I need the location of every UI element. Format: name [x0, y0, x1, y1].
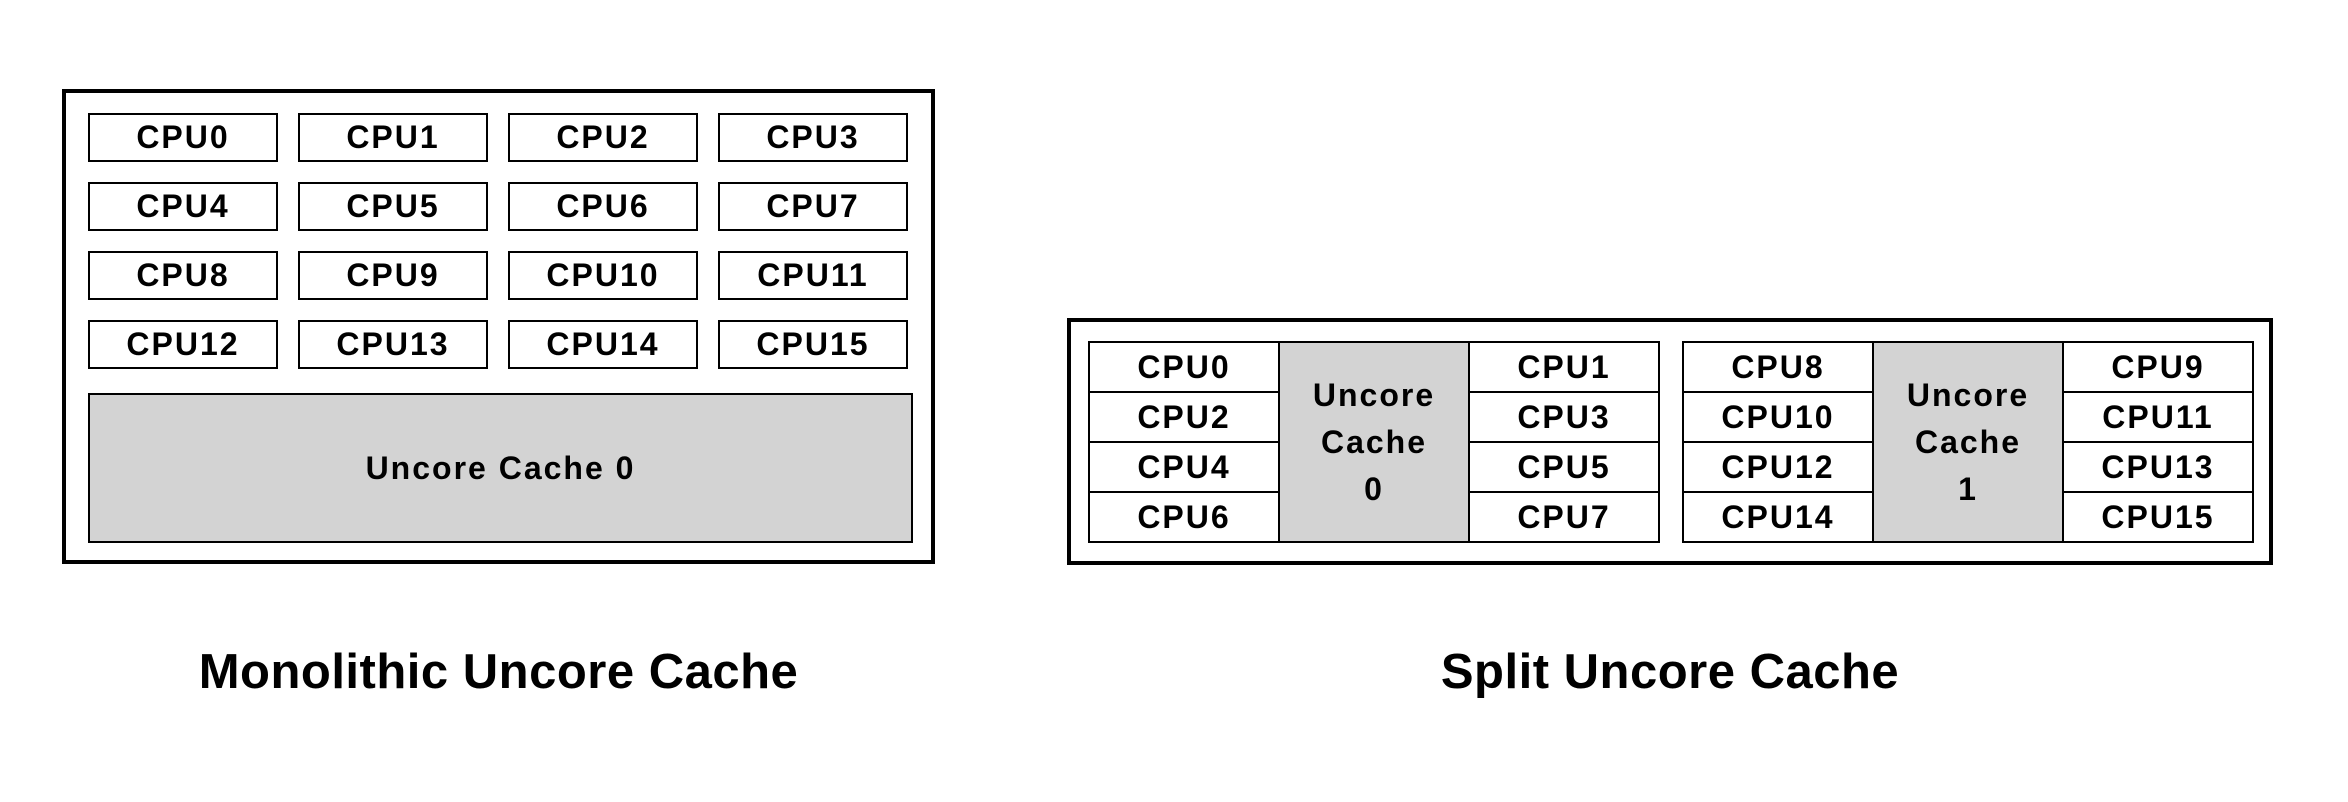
uncore-cache-0-split-box: Uncore Cache 0: [1280, 343, 1468, 541]
monolithic-caption: Monolithic Uncore Cache: [198, 645, 799, 699]
cpu-box: CPU7: [718, 182, 908, 231]
cpu-cell: CPU5: [1470, 443, 1658, 491]
cpu-cell: CPU1: [1470, 343, 1658, 391]
cluster-1-left-cpu-column: CPU8 CPU10 CPU12 CPU14: [1684, 343, 1872, 541]
cpu-cell: CPU8: [1684, 343, 1872, 391]
split-cluster-1: CPU8 CPU10 CPU12 CPU14 Uncore Cache 1 CP…: [1682, 341, 2254, 543]
cache-label-line: Uncore: [1906, 376, 2030, 413]
cpu-cell: CPU9: [2064, 343, 2252, 391]
cpu-cell: CPU7: [1470, 493, 1658, 541]
cpu-cell: CPU13: [2064, 443, 2252, 491]
split-caption: Split Uncore Cache: [1440, 645, 1900, 699]
cpu-cell: CPU12: [1684, 443, 1872, 491]
cpu-box: CPU5: [298, 182, 488, 231]
cpu-cell: CPU4: [1090, 443, 1278, 491]
cache-label-line: Cache: [1320, 423, 1428, 460]
cpu-box: CPU8: [88, 251, 278, 300]
uncore-cache-1-split-box: Uncore Cache 1: [1874, 343, 2062, 541]
cluster-0-right-cpu-column: CPU1 CPU3 CPU5 CPU7: [1470, 343, 1658, 541]
cpu-cell: CPU10: [1684, 393, 1872, 441]
cpu-box: CPU11: [718, 251, 908, 300]
cluster-1-right-cpu-column: CPU9 CPU11 CPU13 CPU15: [2064, 343, 2252, 541]
cpu-box: CPU0: [88, 113, 278, 162]
cache-label-line: 0: [1364, 470, 1384, 507]
cpu-box: CPU14: [508, 320, 698, 369]
split-cluster-0: CPU0 CPU2 CPU4 CPU6 Uncore Cache 0 CPU1 …: [1088, 341, 1660, 543]
cpu-cell: CPU0: [1090, 343, 1278, 391]
cpu-cell: CPU6: [1090, 493, 1278, 541]
split-package-box: CPU0 CPU2 CPU4 CPU6 Uncore Cache 0 CPU1 …: [1067, 318, 2273, 565]
uncore-cache-0-box: Uncore Cache 0: [88, 393, 913, 543]
cpu-box: CPU13: [298, 320, 488, 369]
cpu-cell: CPU2: [1090, 393, 1278, 441]
cpu-cell: CPU11: [2064, 393, 2252, 441]
monolithic-package-box: CPU0 CPU1 CPU2 CPU3 CPU4 CPU5 CPU6 CPU7 …: [62, 89, 935, 564]
cpu-box: CPU9: [298, 251, 488, 300]
cpu-box: CPU6: [508, 182, 698, 231]
monolithic-cpu-grid: CPU0 CPU1 CPU2 CPU3 CPU4 CPU5 CPU6 CPU7 …: [88, 113, 908, 369]
cache-label-line: Cache: [1914, 423, 2022, 460]
cpu-box: CPU15: [718, 320, 908, 369]
cpu-cell: CPU15: [2064, 493, 2252, 541]
cpu-box: CPU12: [88, 320, 278, 369]
cache-label-line: 1: [1958, 470, 1978, 507]
cpu-box: CPU10: [508, 251, 698, 300]
cpu-cell: CPU14: [1684, 493, 1872, 541]
cpu-box: CPU3: [718, 113, 908, 162]
cpu-box: CPU4: [88, 182, 278, 231]
cpu-box: CPU1: [298, 113, 488, 162]
cache-label-line: Uncore: [1312, 376, 1436, 413]
cpu-cell: CPU3: [1470, 393, 1658, 441]
cluster-0-left-cpu-column: CPU0 CPU2 CPU4 CPU6: [1090, 343, 1278, 541]
cpu-box: CPU2: [508, 113, 698, 162]
